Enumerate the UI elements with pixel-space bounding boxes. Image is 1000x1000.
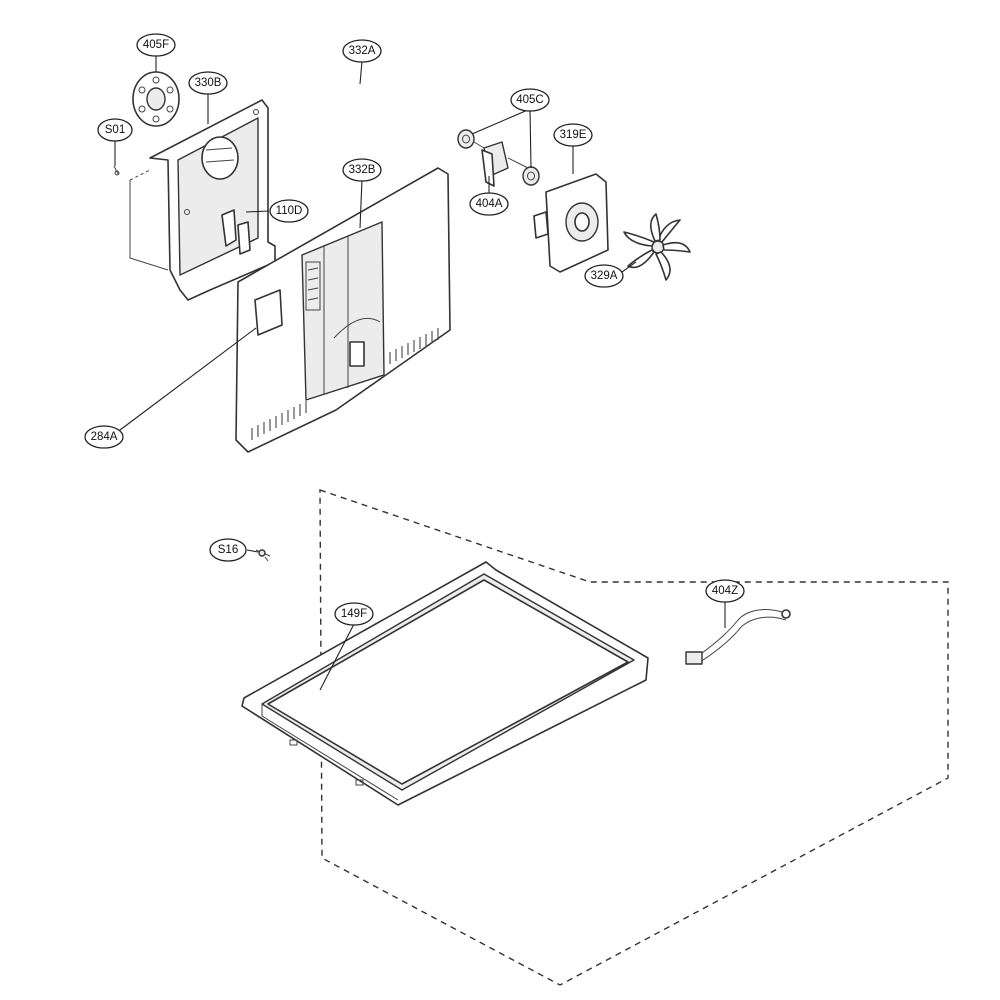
callout-330B-label: 330B	[195, 77, 222, 89]
callout-405F-label: 405F	[143, 39, 169, 51]
callout-110D: 110D	[269, 199, 309, 223]
callout-S16-label: S16	[218, 544, 238, 556]
part-405C-washer-icon	[457, 129, 540, 186]
callout-405C: 405C	[510, 88, 550, 112]
part-S16-screw-icon	[255, 549, 271, 562]
callout-405C-label: 405C	[516, 94, 544, 106]
assembly-boundary-dashed	[319, 489, 949, 986]
part-405F-gear-icon	[132, 71, 180, 127]
callout-404A-label: 404A	[476, 198, 503, 210]
callout-332B-label: 332B	[349, 164, 376, 176]
callout-404A: 404A	[469, 192, 509, 216]
callout-284A: 284A	[84, 425, 124, 449]
vent-slots-right	[389, 328, 439, 364]
callout-404Z: 404Z	[705, 579, 745, 603]
callout-149F: 149F	[334, 602, 374, 626]
leader-lines	[114, 56, 726, 691]
callout-332A: 332A	[342, 39, 382, 63]
callout-284A-label: 284A	[91, 431, 118, 443]
callout-329A: 329A	[584, 264, 624, 288]
part-332B-cover-panel-icon	[235, 167, 451, 453]
part-404Z-wire-harness-icon	[685, 609, 791, 665]
callout-149F-label: 149F	[341, 608, 367, 620]
callout-405F: 405F	[136, 33, 176, 57]
part-404A-motor-icon	[473, 141, 529, 187]
callout-404Z-label: 404Z	[712, 585, 738, 597]
callout-332B: 332B	[342, 158, 382, 182]
callout-330B: 330B	[188, 71, 228, 95]
callout-110D-label: 110D	[276, 205, 303, 217]
callout-332A-label: 332A	[349, 45, 376, 57]
callout-319E: 319E	[553, 123, 593, 147]
part-S01-screw-icon	[113, 165, 120, 176]
part-330B-bracket-icon	[129, 99, 276, 301]
callout-329A-label: 329A	[591, 270, 618, 282]
part-329A-fan-blade-icon	[623, 213, 691, 281]
part-319E-fan-shroud-icon	[533, 173, 609, 273]
callout-S01: S01	[97, 118, 133, 142]
callout-S16: S16	[209, 538, 247, 562]
callout-S01-label: S01	[105, 124, 125, 136]
vent-slots-left	[251, 401, 307, 440]
callout-319E-label: 319E	[560, 129, 587, 141]
part-149F-shelf-frame-icon	[241, 561, 649, 806]
